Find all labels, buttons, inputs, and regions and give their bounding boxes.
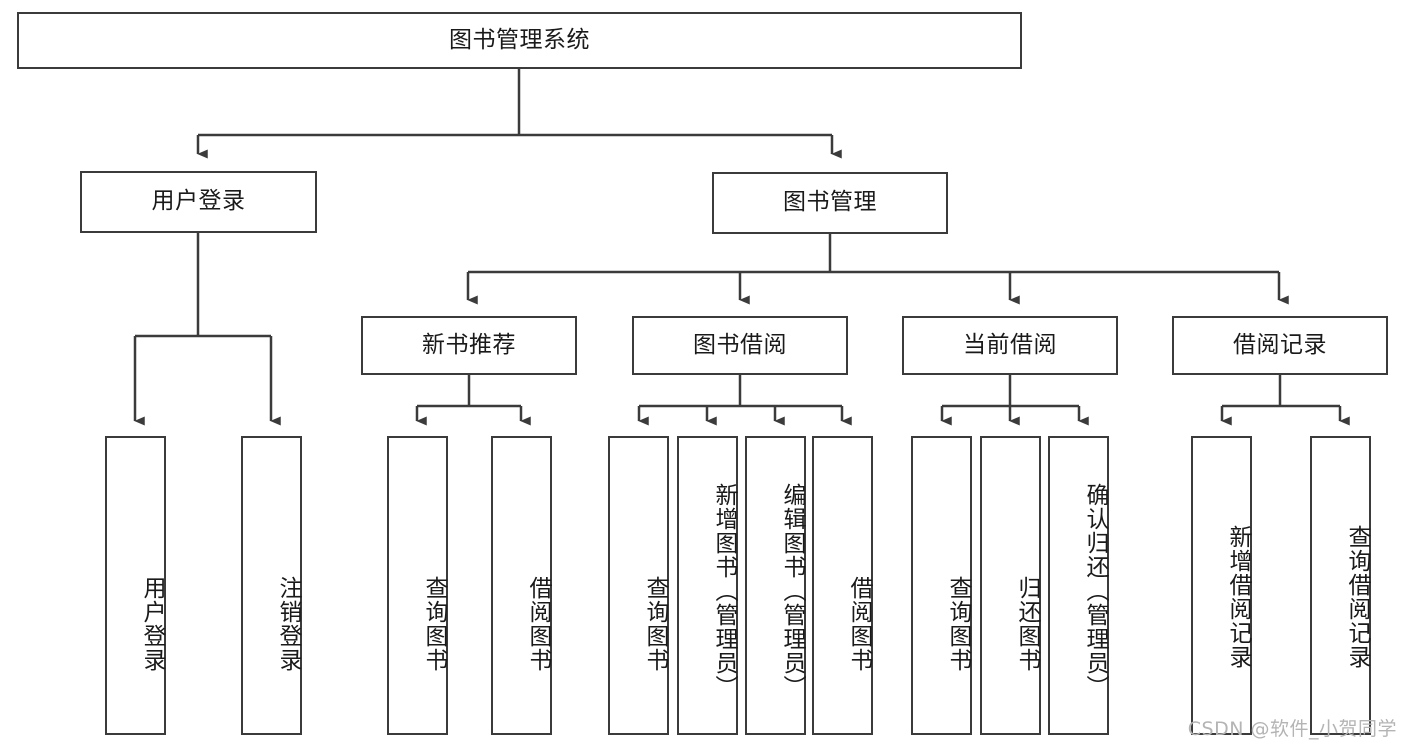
node-root[interactable]: 图书管理系统 bbox=[17, 12, 1022, 69]
leaf-query-book-3[interactable]: 查询图书 bbox=[911, 436, 972, 735]
node-current-borrow[interactable]: 当前借阅 bbox=[902, 316, 1118, 375]
node-book-management[interactable]: 图书管理 bbox=[712, 172, 948, 234]
leaf-query-record[interactable]: 查询借阅记录 bbox=[1310, 436, 1371, 735]
leaf-borrow-book-2[interactable]: 借阅图书 bbox=[812, 436, 873, 735]
leaf-confirm-return[interactable]: 确认归还（管理员） bbox=[1048, 436, 1109, 735]
leaf-query-book-1[interactable]: 查询图书 bbox=[387, 436, 448, 735]
node-book-borrow[interactable]: 图书借阅 bbox=[632, 316, 848, 375]
node-borrow-record[interactable]: 借阅记录 bbox=[1172, 316, 1388, 375]
watermark-text: CSDN @软件_小贺同学 bbox=[1187, 718, 1397, 740]
leaf-query-book-2[interactable]: 查询图书 bbox=[608, 436, 669, 735]
leaf-add-record[interactable]: 新增借阅记录 bbox=[1191, 436, 1252, 735]
leaf-add-book[interactable]: 新增图书（管理员） bbox=[677, 436, 738, 735]
leaf-user-login[interactable]: 用户登录 bbox=[105, 436, 166, 735]
leaf-borrow-book-1[interactable]: 借阅图书 bbox=[491, 436, 552, 735]
node-user-login[interactable]: 用户登录 bbox=[80, 171, 317, 233]
leaf-return-book[interactable]: 归还图书 bbox=[980, 436, 1041, 735]
leaf-edit-book[interactable]: 编辑图书（管理员） bbox=[745, 436, 806, 735]
leaf-user-logout[interactable]: 注销登录 bbox=[241, 436, 302, 735]
node-new-book-recommend[interactable]: 新书推荐 bbox=[361, 316, 577, 375]
